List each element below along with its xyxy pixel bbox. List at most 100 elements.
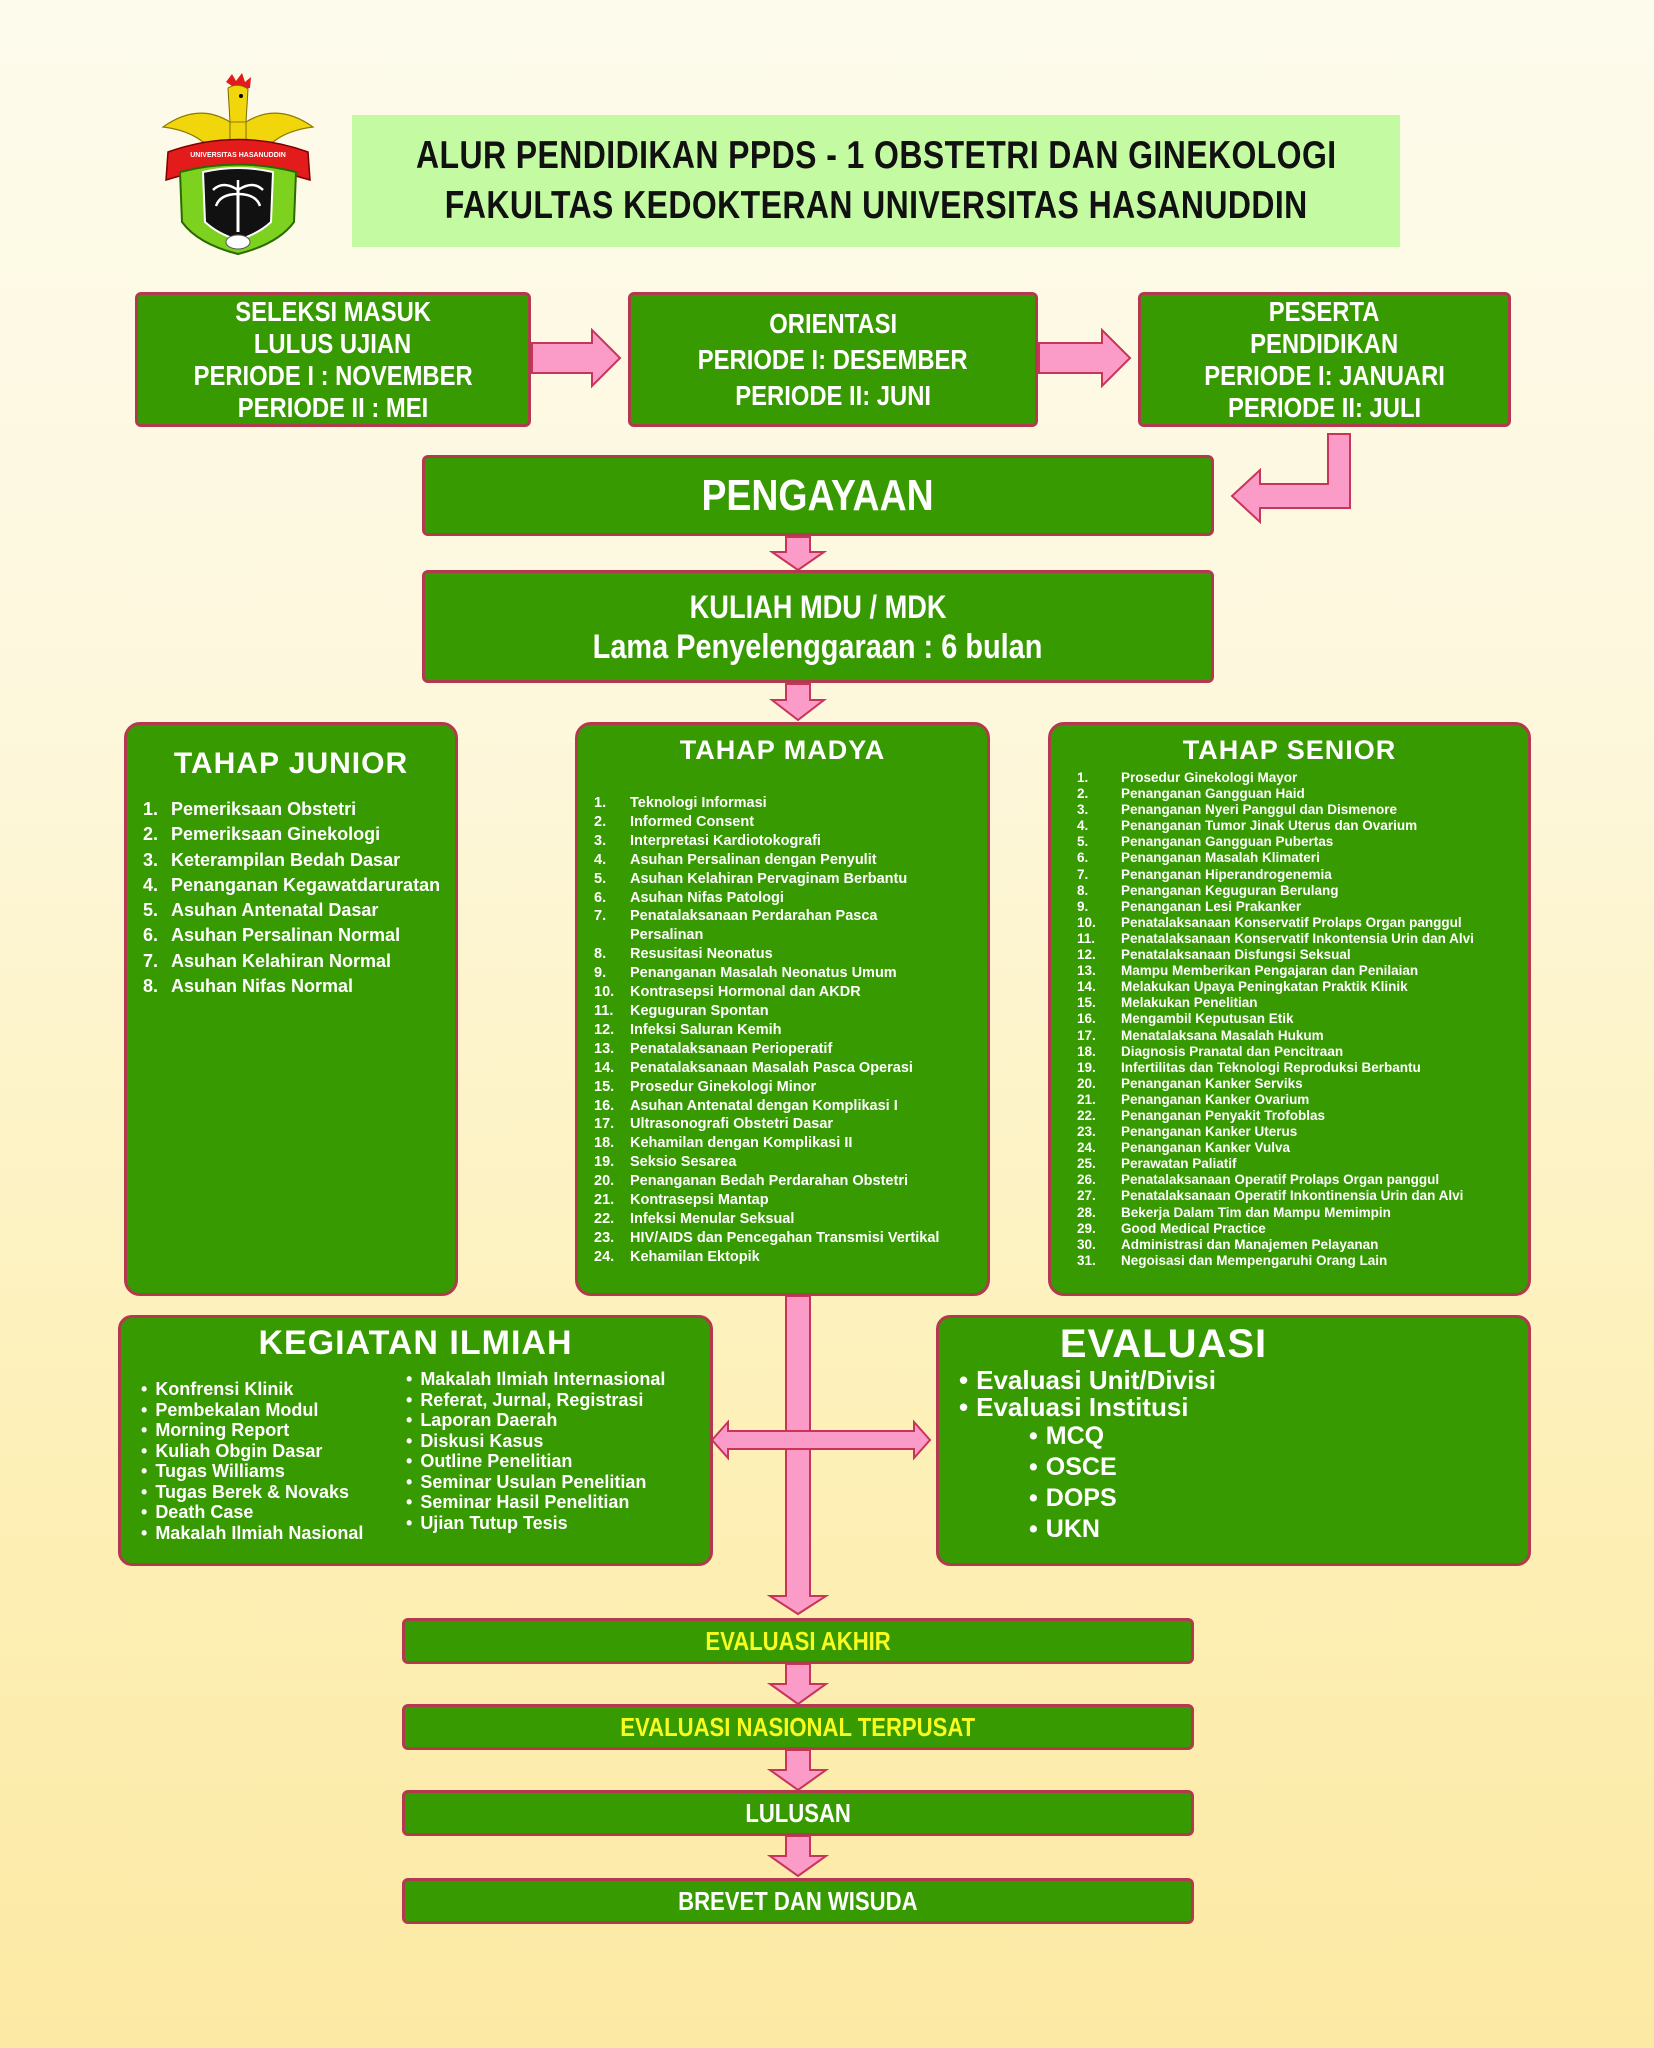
box-line: PERIODE I: DESEMBER xyxy=(698,343,968,375)
evaluasi-akhir-box: EVALUASI AKHIR xyxy=(402,1618,1194,1664)
list-item: 1.Prosedur Ginekologi Mayor xyxy=(1077,770,1298,785)
list-item: 13.Penatalaksanaan Perioperatif xyxy=(594,1040,833,1057)
brevet-wisuda-box: BREVET DAN WISUDA xyxy=(402,1878,1194,1924)
box-line: PESERTA xyxy=(1269,295,1380,327)
list-item: Referat, Jurnal, Registrasi xyxy=(406,1390,665,1411)
senior-list: 1.Prosedur Ginekologi Mayor 2.Penanganan… xyxy=(1051,770,1528,1269)
list-item: 16.Mengambil Keputusan Etik xyxy=(1077,1011,1294,1027)
list-item: 27.Penatalaksanaan Operatif Inkontinensi… xyxy=(1077,1188,1464,1204)
list-item: 24.Penanganan Kanker Vulva xyxy=(1077,1140,1291,1156)
university-logo: UNIVERSITAS HASANUDDIN xyxy=(158,72,318,257)
list-item: Laporan Daerah xyxy=(406,1410,665,1431)
tahap-madya-title: TAHAP MADYA xyxy=(679,735,886,765)
list-item: 14.Melakukan Upaya Peningkatan Praktik K… xyxy=(1077,979,1408,995)
list-item: Konfrensi Klinik xyxy=(141,1379,406,1400)
box-line: ORIENTASI xyxy=(769,307,897,339)
list-item: MCQ xyxy=(1029,1421,1528,1452)
tahap-senior-title: TAHAP SENIOR xyxy=(1182,735,1397,765)
list-item: 4.Penanganan Kegawatdaruratan xyxy=(143,874,441,895)
list-item: UKN xyxy=(1029,1514,1528,1545)
list-item: 29.Good Medical Practice xyxy=(1077,1220,1266,1236)
list-item: 3.Penanganan Nyeri Panggul dan Dismenore xyxy=(1077,802,1398,818)
list-item: 17.Menatalaksana Masalah Hukum xyxy=(1077,1027,1324,1043)
list-item: 2.Pemeriksaan Ginekologi xyxy=(143,824,381,845)
list-item: Evaluasi Institusi xyxy=(959,1394,1528,1421)
kuliah-subtitle: Lama Penyelenggaraan : 6 bulan xyxy=(593,627,1043,666)
arrow-down-long-icon xyxy=(766,1295,830,1616)
tahap-junior-panel: TAHAP JUNIOR 1.Pemeriksaan Obstetri 2.Pe… xyxy=(124,722,458,1296)
list-item: Morning Report xyxy=(141,1420,406,1441)
list-item: 2.Informed Consent xyxy=(594,813,755,830)
step-label: BREVET DAN WISUDA xyxy=(678,1885,918,1916)
list-item: 30.Administrasi dan Manajemen Pelayanan xyxy=(1077,1236,1379,1252)
box-line: PERIODE I: JANUARI xyxy=(1204,359,1445,391)
list-item: 21.Penanganan Kanker Ovarium xyxy=(1077,1091,1310,1107)
list-item: 18.Kehamilan dengan Komplikasi II xyxy=(594,1135,853,1152)
list-item: Kuliah Obgin Dasar xyxy=(141,1441,406,1462)
list-item: 22.Infeksi Menular Seksual xyxy=(594,1210,795,1227)
list-item: Tugas Berek & Novaks xyxy=(141,1482,406,1503)
step-label: LULUSAN xyxy=(745,1797,851,1828)
list-item: 7.Penatalaksanaan Perdarahan Pasca Persa… xyxy=(594,908,878,944)
arrow-down-icon xyxy=(768,536,828,572)
list-item: 7.Asuhan Kelahiran Normal xyxy=(143,950,392,971)
list-item: 2.Penanganan Gangguan Haid xyxy=(1077,786,1305,802)
list-item: Diskusi Kasus xyxy=(406,1431,665,1452)
list-item: 5.Asuhan Antenatal Dasar xyxy=(143,900,379,921)
evaluasi-lists: Evaluasi Unit/Divisi Evaluasi Institusi … xyxy=(939,1367,1528,1545)
arrow-elbow-icon xyxy=(1230,433,1351,525)
list-item: 31.Negoisasi dan Mempengaruhi Orang Lain xyxy=(1077,1252,1388,1268)
list-item: 1.Pemeriksaan Obstetri xyxy=(143,799,357,819)
list-item: 7.Penanganan Hiperandrogenemia xyxy=(1077,866,1332,882)
arrow-right-icon xyxy=(531,327,622,389)
list-item: 18.Diagnosis Pranatal dan Pencitraan xyxy=(1077,1043,1344,1059)
list-item: 16.Asuhan Antenatal dengan Komplikasi I xyxy=(594,1097,898,1114)
evaluasi-main-list: Evaluasi Unit/Divisi Evaluasi Institusi xyxy=(959,1367,1528,1421)
evaluasi-nasional-box: EVALUASI NASIONAL TERPUSAT xyxy=(402,1704,1194,1750)
list-item: 8.Penanganan Keguguran Berulang xyxy=(1077,882,1339,898)
box-line: PERIODE I : NOVEMBER xyxy=(193,359,473,391)
list-item: Evaluasi Unit/Divisi xyxy=(959,1367,1528,1394)
list-item: Death Case xyxy=(141,1502,406,1523)
lulusan-box: LULUSAN xyxy=(402,1790,1194,1836)
seleksi-masuk-box: SELEKSI MASUK LULUS UJIAN PERIODE I : NO… xyxy=(135,292,531,427)
list-item: Ujian Tutup Tesis xyxy=(406,1513,665,1534)
logo-emblem-icon: UNIVERSITAS HASANUDDIN xyxy=(161,73,315,256)
list-item: 8.Asuhan Nifas Normal xyxy=(143,976,354,997)
evaluasi-title: EVALUASI xyxy=(1059,1322,1268,1366)
list-item: 9.Penanganan Lesi Prakanker xyxy=(1077,898,1302,914)
list-item: 3.Keterampilan Bedah Dasar xyxy=(143,849,401,870)
step-label: EVALUASI NASIONAL TERPUSAT xyxy=(620,1711,976,1742)
step-label: EVALUASI AKHIR xyxy=(705,1625,891,1656)
kegiatan-ilmiah-lists: Konfrensi Klinik Pembekalan Modul Mornin… xyxy=(121,1369,710,1543)
list-item: 9.Penanganan Masalah Neonatus Umum xyxy=(594,965,897,982)
list-item: 4.Asuhan Persalinan dengan Penyulit xyxy=(594,851,877,868)
list-item: 11.Keguguran Spontan xyxy=(594,1002,769,1019)
list-item: 19.Infertilitas dan Teknologi Reproduksi… xyxy=(1077,1059,1421,1075)
arrow-down-icon xyxy=(766,1749,830,1792)
list-item: Pembekalan Modul xyxy=(141,1400,406,1421)
box-line: PERIODE II: JUNI xyxy=(735,379,931,411)
list-item: 6.Asuhan Persalinan Normal xyxy=(143,925,401,946)
tahap-junior-title: TAHAP JUNIOR xyxy=(173,747,409,780)
list-item: 22.Penanganan Penyakit Trofoblas xyxy=(1077,1107,1326,1123)
list-item: 23.HIV/AIDS dan Pencegahan Transmisi Ver… xyxy=(594,1229,940,1246)
kegiatan-ilmiah-title: KEGIATAN ILMIAH xyxy=(258,1324,573,1362)
list-item: 20.Penanganan Bedah Perdarahan Obstetri xyxy=(594,1173,908,1190)
list-item: 5.Penanganan Gangguan Pubertas xyxy=(1077,834,1334,850)
list-item: 4.Penanganan Tumor Jinak Uterus dan Ovar… xyxy=(1077,818,1418,834)
title-line-1: ALUR PENDIDIKAN PPDS - 1 OBSTETRI DAN GI… xyxy=(415,134,1337,177)
list-item: 20.Penanganan Kanker Serviks xyxy=(1077,1075,1303,1091)
title-line-2: FAKULTAS KEDOKTERAN UNIVERSITAS HASANUDD… xyxy=(444,184,1308,227)
madya-list: 1.Teknologi Informasi 2.Informed Consent… xyxy=(578,794,987,1267)
list-item: OSCE xyxy=(1029,1452,1528,1483)
tahap-senior-panel: TAHAP SENIOR 1.Prosedur Ginekologi Mayor… xyxy=(1048,722,1531,1296)
list-item: Seminar Hasil Penelitian xyxy=(406,1492,665,1513)
list-item: 12.Infeksi Saluran Kemih xyxy=(594,1021,782,1038)
list-item: 15.Melakukan Penelitian xyxy=(1077,995,1258,1011)
list-item: 23.Penanganan Kanker Uterus xyxy=(1077,1124,1298,1140)
kuliah-box: KULIAH MDU / MDK Lama Penyelenggaraan : … xyxy=(422,570,1214,683)
svg-text:UNIVERSITAS HASANUDDIN: UNIVERSITAS HASANUDDIN xyxy=(190,152,286,159)
tahap-madya-panel: TAHAP MADYA 1.Teknologi Informasi 2.Info… xyxy=(575,722,990,1296)
